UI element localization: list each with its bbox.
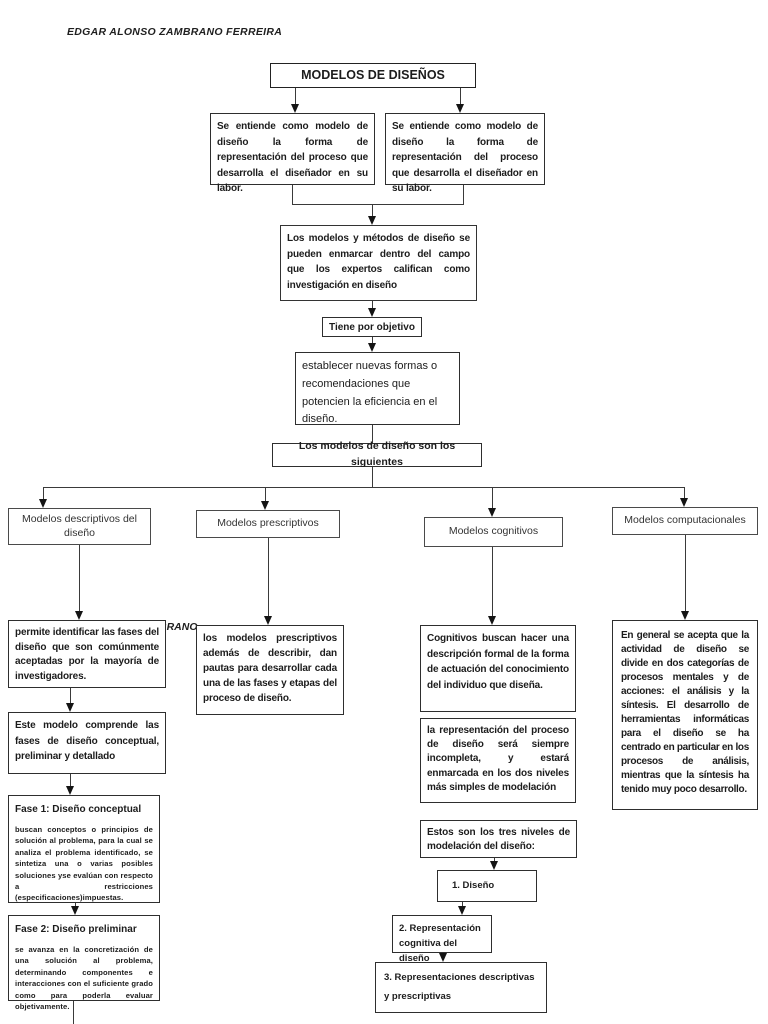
connector-line bbox=[372, 467, 374, 487]
connector-line bbox=[70, 688, 72, 703]
author-header: EDGAR ALONSO ZAMBRANO FERREIRA bbox=[67, 26, 283, 38]
phase-2-title: Fase 2: Diseño preliminar bbox=[15, 924, 137, 935]
arrowhead bbox=[490, 861, 498, 870]
node-definition-left: Se entiende como modelo de diseño la for… bbox=[210, 113, 375, 194]
node-descriptive-2: Este modelo comprende las fases de diseñ… bbox=[8, 712, 166, 774]
arrowhead bbox=[680, 498, 688, 507]
connector-line bbox=[43, 487, 685, 489]
node-phase-2: Fase 2: Diseño preliminar se avanza en l… bbox=[8, 915, 160, 1011]
arrowhead bbox=[66, 703, 74, 712]
node-framing: Los modelos y métodos de diseño se puede… bbox=[280, 225, 477, 301]
phase-1-title: Fase 1: Diseño conceptual bbox=[15, 804, 142, 815]
node-category-cognitive: Modelos cognitivos bbox=[424, 517, 563, 547]
connector-line bbox=[462, 902, 464, 907]
connector-line bbox=[684, 487, 686, 498]
connector-line bbox=[265, 487, 267, 501]
arrowhead bbox=[368, 343, 376, 352]
node-descriptive-1: permite identificar las fases del diseño… bbox=[8, 620, 166, 688]
connector-line bbox=[463, 185, 465, 204]
connector-line bbox=[372, 337, 374, 344]
node-category-computational: Modelos computacionales bbox=[612, 507, 758, 535]
connector-line bbox=[492, 547, 494, 616]
node-objective: establecer nuevas formas o recomendacion… bbox=[295, 352, 460, 425]
connector-line bbox=[372, 425, 374, 443]
connector-line bbox=[492, 487, 494, 508]
node-cognitive-1: Cognitivos buscan hacer una descripción … bbox=[420, 625, 576, 712]
node-category-prescriptive: Modelos prescriptivos bbox=[196, 510, 340, 538]
connector-line bbox=[79, 545, 81, 611]
watermark-text-fragment: BRANO bbox=[159, 621, 198, 633]
phase-1-body: buscan conceptos o principios de solució… bbox=[15, 825, 153, 903]
arrowhead bbox=[439, 953, 447, 962]
connector-line bbox=[295, 88, 297, 105]
arrowhead bbox=[264, 616, 272, 625]
node-objective-label: Tiene por objetivo bbox=[322, 317, 422, 337]
connector-line bbox=[372, 301, 374, 309]
arrowhead bbox=[261, 501, 269, 510]
node-computational-1: En general se acepta que la actividad de… bbox=[612, 620, 758, 810]
node-cognitive-3: Estos son los tres niveles de modelación… bbox=[420, 820, 577, 858]
connector-line bbox=[75, 903, 77, 907]
node-definition-right: Se entiende como modelo de diseño la for… bbox=[385, 113, 545, 194]
connector-line bbox=[685, 535, 687, 611]
phase-2-body: se avanza en la concretización de una so… bbox=[15, 945, 153, 1011]
arrowhead bbox=[66, 786, 74, 795]
connector-line bbox=[43, 487, 45, 499]
arrowhead bbox=[456, 104, 464, 113]
arrowhead bbox=[368, 308, 376, 317]
connector-line bbox=[292, 204, 464, 206]
node-level-3: 3. Representaciones descriptivas y presc… bbox=[375, 962, 547, 1013]
node-level-1: 1. Diseño bbox=[437, 870, 537, 902]
node-level-2: 2. Representación cognitiva del diseño bbox=[392, 915, 492, 964]
node-phase-1: Fase 1: Diseño conceptual buscan concept… bbox=[8, 795, 160, 903]
arrowhead bbox=[488, 616, 496, 625]
arrowhead bbox=[681, 611, 689, 620]
arrowhead bbox=[75, 611, 83, 620]
connector-line bbox=[494, 858, 496, 862]
arrowhead bbox=[488, 508, 496, 517]
connector-line bbox=[460, 88, 462, 105]
arrowhead bbox=[39, 499, 47, 508]
arrowhead bbox=[458, 906, 466, 915]
node-title: MODELOS DE DISEÑOS bbox=[270, 63, 476, 88]
node-cognitive-2: la representación del proceso de diseño … bbox=[420, 718, 576, 803]
arrowhead bbox=[368, 216, 376, 225]
node-list-intro: Los modelos de diseño son los siguientes bbox=[272, 440, 482, 468]
connector-line bbox=[268, 538, 270, 616]
connector-line bbox=[372, 204, 374, 217]
node-prescriptive-1: los modelos prescriptivos además de desc… bbox=[196, 625, 344, 715]
arrowhead bbox=[71, 906, 79, 915]
connector-line bbox=[73, 1001, 75, 1024]
node-category-descriptive: Modelos descriptivos del diseño bbox=[8, 508, 151, 545]
connector-line bbox=[70, 774, 72, 786]
connector-line bbox=[292, 185, 294, 204]
arrowhead bbox=[291, 104, 299, 113]
